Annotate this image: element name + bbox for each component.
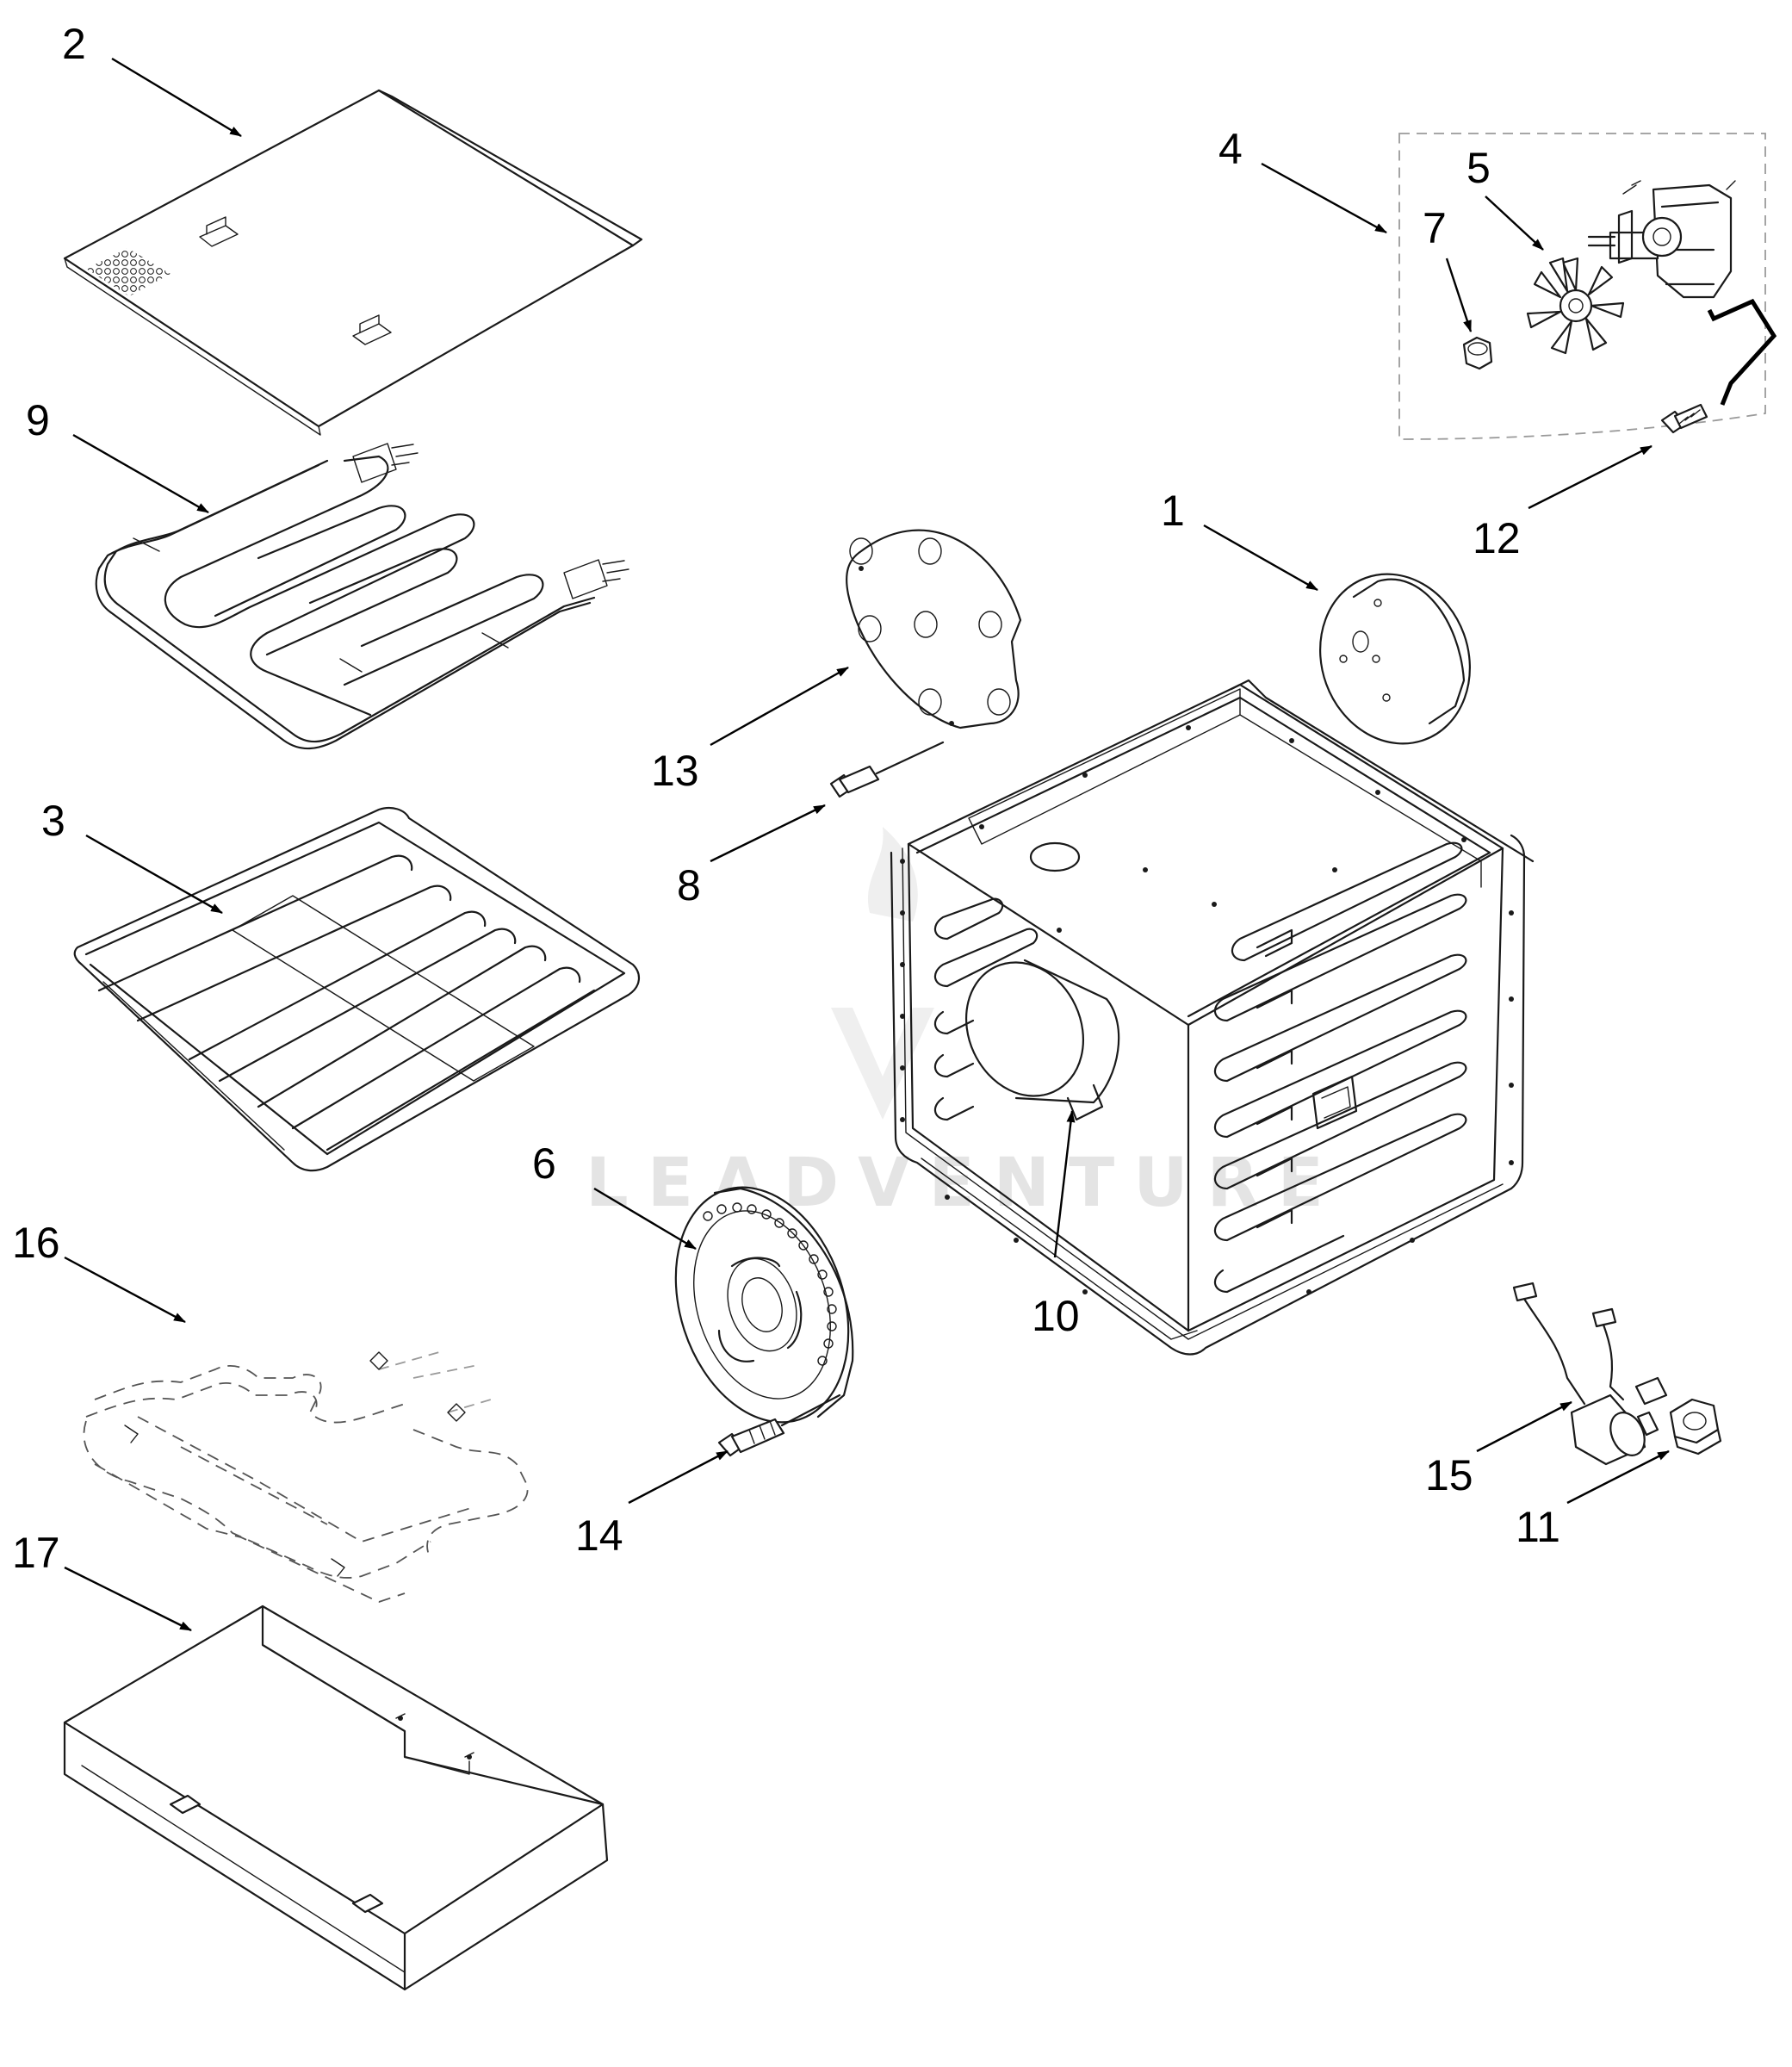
part-14-screw: [717, 1394, 841, 1457]
callout-12: 12: [1473, 514, 1521, 562]
leader-15: [1476, 1400, 1572, 1453]
part-11-nut: [1669, 1398, 1722, 1456]
leader-13: [710, 666, 849, 747]
callout-16: 16: [12, 1219, 60, 1267]
part-1-round-plate: [1319, 573, 1471, 745]
callout-5: 5: [1466, 144, 1491, 192]
leader-14: [628, 1449, 729, 1505]
part-6-fan-cover: [674, 1186, 854, 1424]
callout-leaders: [64, 57, 1670, 1632]
callout-10: 10: [1032, 1292, 1080, 1340]
callout-1: 1: [1161, 487, 1185, 535]
leader-8: [710, 804, 826, 863]
leader-3: [85, 834, 223, 915]
leader-17: [64, 1566, 192, 1632]
leader-5: [1485, 196, 1544, 251]
leader-16: [64, 1256, 186, 1324]
callout-9: 9: [26, 396, 50, 444]
leader-4: [1261, 162, 1387, 234]
part-17-bottom-pan: [63, 1605, 609, 1991]
part-7-nut: [1462, 336, 1493, 370]
part-2-top-panel: [63, 89, 643, 436]
leader-1: [1203, 524, 1318, 592]
part-9-broil-element: [95, 443, 629, 750]
leader-7: [1445, 258, 1473, 332]
leader-9: [72, 433, 209, 514]
part-10-oven-cavity: [890, 679, 1535, 1356]
part-16-bake-element: [83, 1351, 529, 1603]
callout-14: 14: [575, 1511, 623, 1560]
callout-4: 4: [1218, 125, 1243, 173]
part-5-fan-blade: [1526, 257, 1625, 355]
callout-labels: 2 9 3 16 17 4 5 7 12 1 13 8 6 10 14 15 1…: [12, 20, 1560, 1577]
leader-10: [1053, 1110, 1076, 1258]
leader-11: [1566, 1449, 1670, 1505]
leader-12: [1528, 444, 1652, 510]
part-15-light-socket: [1512, 1282, 1668, 1466]
callout-13: 13: [651, 747, 699, 795]
callout-8: 8: [677, 861, 701, 909]
part-12-screw: [1660, 403, 1708, 434]
callout-7: 7: [1423, 204, 1447, 252]
leader-2: [111, 57, 242, 138]
callout-6: 6: [532, 1139, 556, 1188]
callout-17: 17: [12, 1529, 60, 1577]
part-3-oven-rack: [73, 806, 640, 1172]
part-13-rear-plate: [846, 529, 1022, 729]
part-8-screw: [829, 741, 945, 798]
part-4-motor-assembly: [1398, 133, 1777, 440]
leader-6: [593, 1187, 697, 1251]
callout-3: 3: [41, 797, 65, 845]
callout-11: 11: [1516, 1503, 1560, 1551]
callout-2: 2: [62, 20, 86, 68]
callout-15: 15: [1425, 1451, 1473, 1499]
